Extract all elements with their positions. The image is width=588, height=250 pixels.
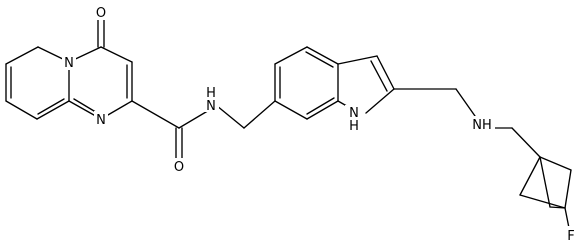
bond	[376, 55, 395, 90]
bonds	[5, 17, 572, 229]
bond	[306, 100, 339, 120]
atom-labels: N N O O H N N H NH F	[62, 4, 578, 244]
bond	[549, 206, 566, 209]
bond	[455, 88, 476, 117]
atom-n-amide-hydrogen: H	[206, 86, 216, 101]
bond	[539, 156, 572, 171]
bond	[274, 100, 308, 120]
atom-label-background	[203, 84, 219, 112]
atom-label-background	[62, 54, 76, 70]
bond	[306, 97, 335, 115]
bond	[365, 88, 395, 114]
bond	[511, 127, 541, 158]
bond	[564, 207, 570, 229]
bond	[37, 98, 65, 115]
bond	[305, 51, 334, 68]
bond	[564, 169, 572, 209]
atom-label-background	[469, 116, 495, 132]
atom-n-amide: N	[206, 99, 216, 114]
atom-o-ketone: O	[96, 6, 106, 21]
bond	[131, 100, 180, 129]
atom-label-background	[345, 105, 363, 133]
atom-label-background	[564, 226, 578, 242]
bond	[306, 46, 339, 65]
bond	[178, 108, 212, 129]
atom-label-background	[94, 111, 108, 127]
bond	[519, 194, 566, 209]
bond	[243, 100, 276, 129]
bond	[5, 46, 39, 65]
bond	[370, 60, 388, 92]
bond	[539, 156, 551, 208]
bond	[337, 55, 378, 65]
atom-label-background	[94, 4, 108, 20]
atom-fluorine: F	[567, 229, 574, 244]
atom-n-ring-top: N	[64, 56, 74, 71]
atom-o-amide: O	[174, 160, 184, 175]
bond	[100, 46, 133, 63]
atom-n-indole: N	[349, 106, 359, 121]
atom-n-ring-pyrimidine: N	[96, 113, 106, 128]
bond	[5, 100, 38, 120]
bond	[519, 156, 541, 196]
bond	[274, 46, 308, 65]
atom-n-indole-hydrogen: H	[349, 119, 359, 134]
bond	[36, 100, 70, 120]
atom-nh-amine: NH	[472, 118, 492, 133]
atom-label-background	[172, 158, 186, 174]
